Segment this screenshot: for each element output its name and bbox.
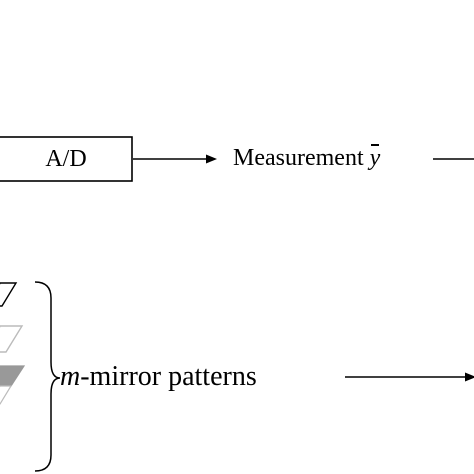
- measurement-label: Measurement y: [233, 143, 380, 173]
- mirror-pattern-plane-3: [0, 365, 26, 387]
- curly-brace: [34, 281, 61, 472]
- mirror-pattern-stack-icon: [0, 282, 26, 405]
- arrow-patterns-out: [345, 372, 474, 382]
- patterns-text: -mirror patterns: [80, 361, 257, 392]
- mirror-patterns-label: m-mirror patterns: [60, 360, 257, 394]
- ad-label: A/D: [45, 146, 87, 172]
- measurement-symbol-y-bar: y: [369, 144, 381, 171]
- mirror-pattern-plane-1: [0, 282, 18, 307]
- patterns-variable-m: m: [60, 361, 81, 392]
- arrow-ad-to-measurement: [133, 154, 217, 164]
- mirror-pattern-plane-4: [0, 385, 13, 405]
- mirror-pattern-plane-2: [0, 325, 24, 353]
- measurement-word: Measurement: [233, 145, 370, 171]
- ad-box: [0, 136, 133, 182]
